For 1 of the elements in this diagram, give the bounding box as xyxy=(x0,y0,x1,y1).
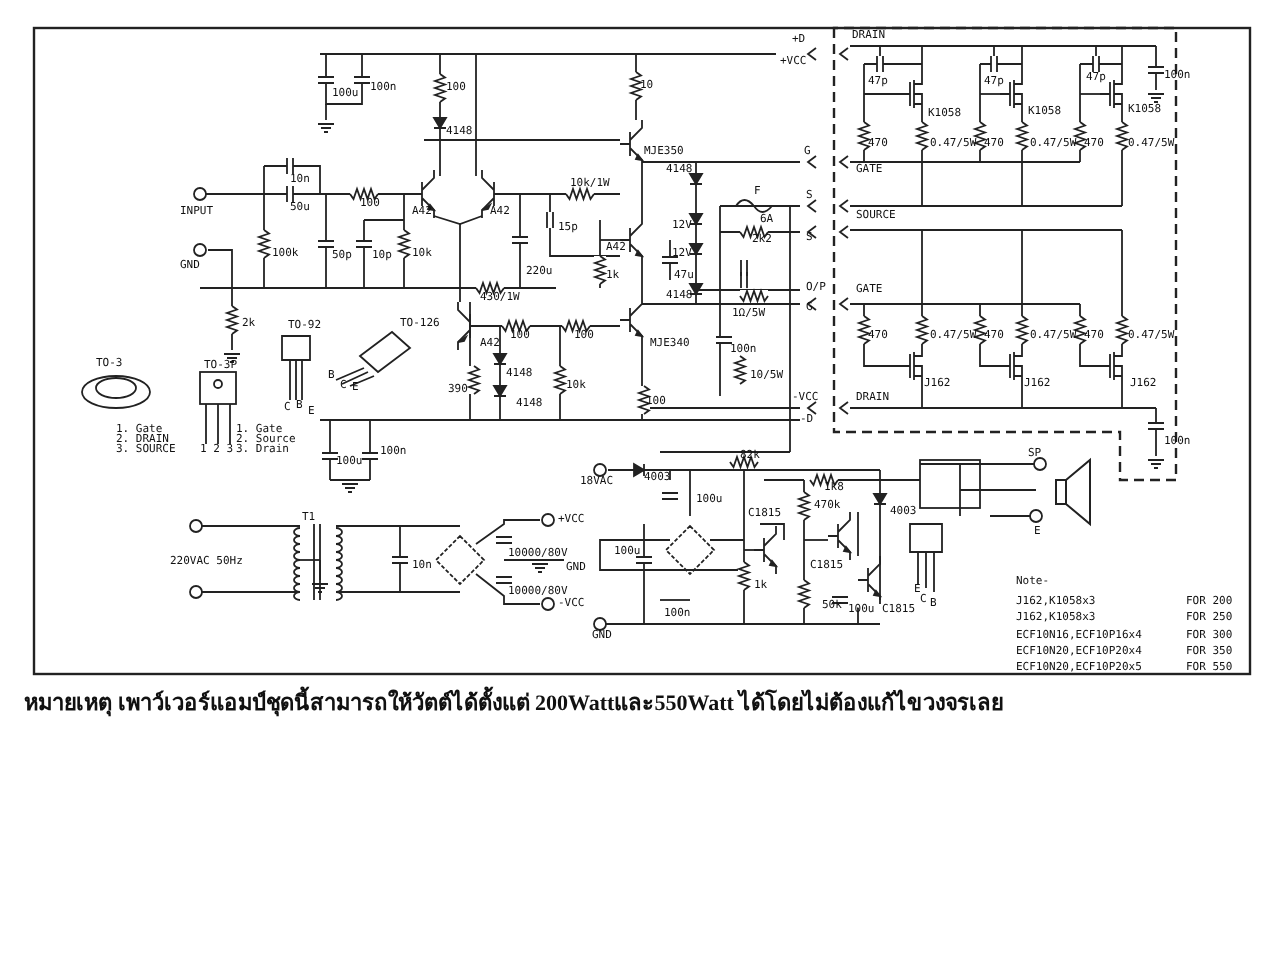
note-text: หมายเหตุ เพาว์เวอร์แอมป์ชุดนี้สามารถให้วัตต์ได้ตั้งแต่ 200Wattและ550Watt ได้โดยไม่ต้องแก้ไขวงจรเลย xyxy=(24,684,1004,720)
